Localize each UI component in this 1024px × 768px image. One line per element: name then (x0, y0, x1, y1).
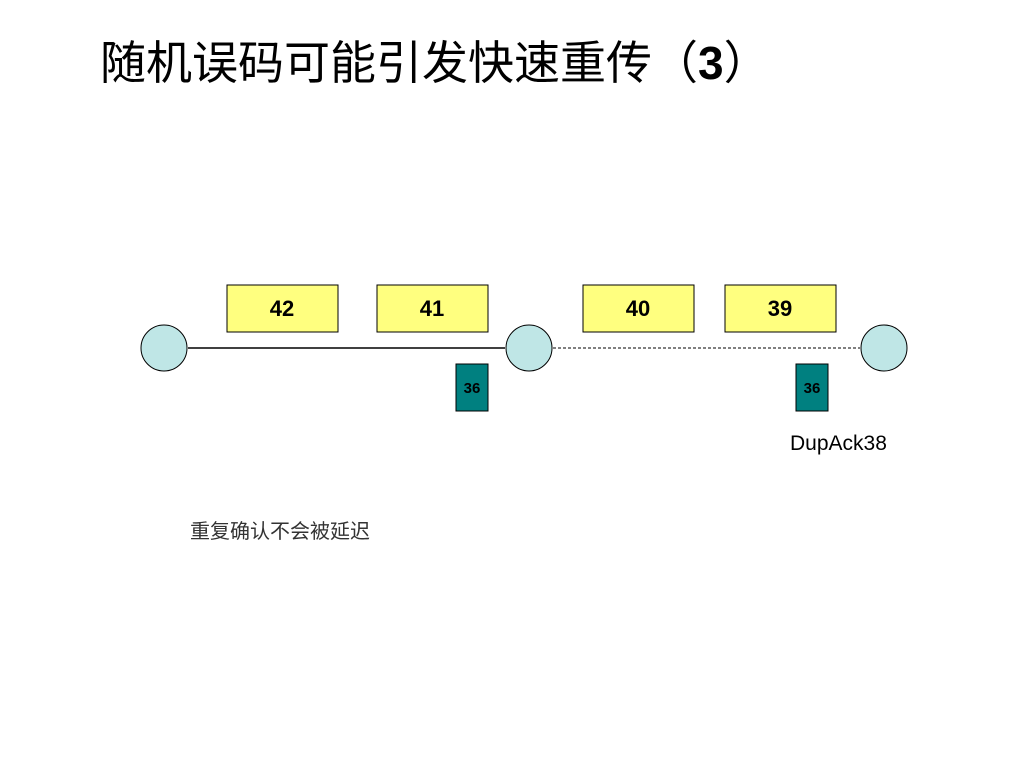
page-title: 随机误码可能引发快速重传（3） (100, 28, 770, 98)
packet-label: 40 (626, 296, 650, 321)
ack-36-router: 36 (455, 363, 489, 412)
packet-42: 42 (226, 284, 339, 333)
title-close: ） (723, 36, 770, 90)
ack-36-receiver: 36 (795, 363, 829, 412)
packet-label: 42 (270, 296, 294, 321)
title-number: 3 (698, 37, 724, 89)
dupack-label: DupAck38 (790, 432, 887, 455)
node-sender (140, 324, 188, 372)
packet-label: 39 (768, 296, 792, 321)
packet-box (226, 284, 339, 333)
packet-box (724, 284, 837, 333)
title-text: 随机误码可能引发快速重传（ (100, 36, 698, 90)
node-receiver (860, 324, 908, 372)
packet-40: 40 (582, 284, 695, 333)
ack-label: 36 (464, 380, 481, 397)
ack-box (795, 363, 829, 412)
note-text: 重复确认不会被延迟 (190, 519, 370, 543)
packet-39: 39 (724, 284, 837, 333)
ack-box (455, 363, 489, 412)
packet-41: 41 (376, 284, 489, 333)
packet-label: 41 (420, 296, 444, 321)
packet-box (582, 284, 695, 333)
packet-box (376, 284, 489, 333)
ack-label: 36 (804, 380, 821, 397)
node-router (505, 324, 553, 372)
